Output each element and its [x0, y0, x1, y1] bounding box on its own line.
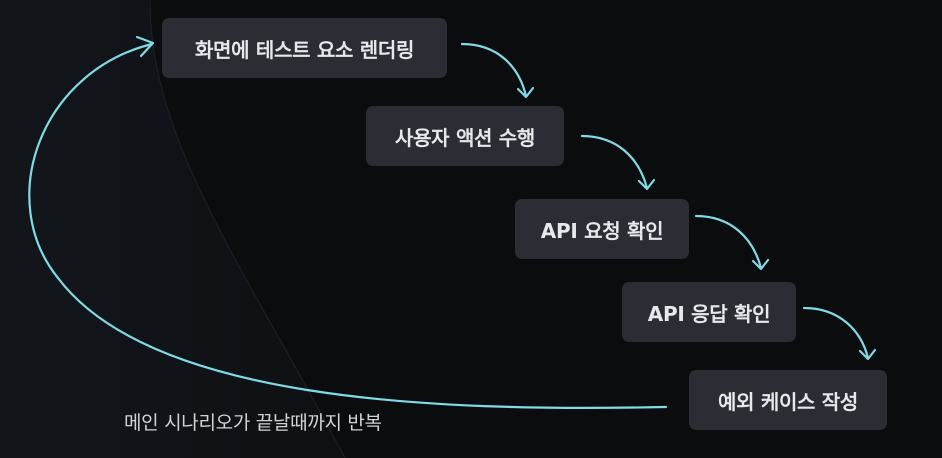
- loop-label: 메인 시나리오가 끝날때까지 반복: [124, 412, 382, 434]
- step-exception-cases: 예외 케이스 작성: [689, 370, 887, 430]
- step-render-elements-label: 화면에 테스트 요소 렌더링: [194, 37, 415, 62]
- step-user-action: 사용자 액션 수행: [366, 106, 564, 166]
- step-api-request-label: API 요청 확인: [540, 218, 664, 243]
- step-api-request: API 요청 확인: [515, 199, 689, 259]
- step-exception-cases-label: 예외 케이스 작성: [717, 389, 859, 414]
- step-api-response: API 응답 확인: [622, 282, 796, 342]
- step-api-response-label: API 응답 확인: [647, 301, 771, 326]
- step-user-action-label: 사용자 액션 수행: [394, 125, 536, 150]
- step-render-elements: 화면에 테스트 요소 렌더링: [162, 18, 447, 78]
